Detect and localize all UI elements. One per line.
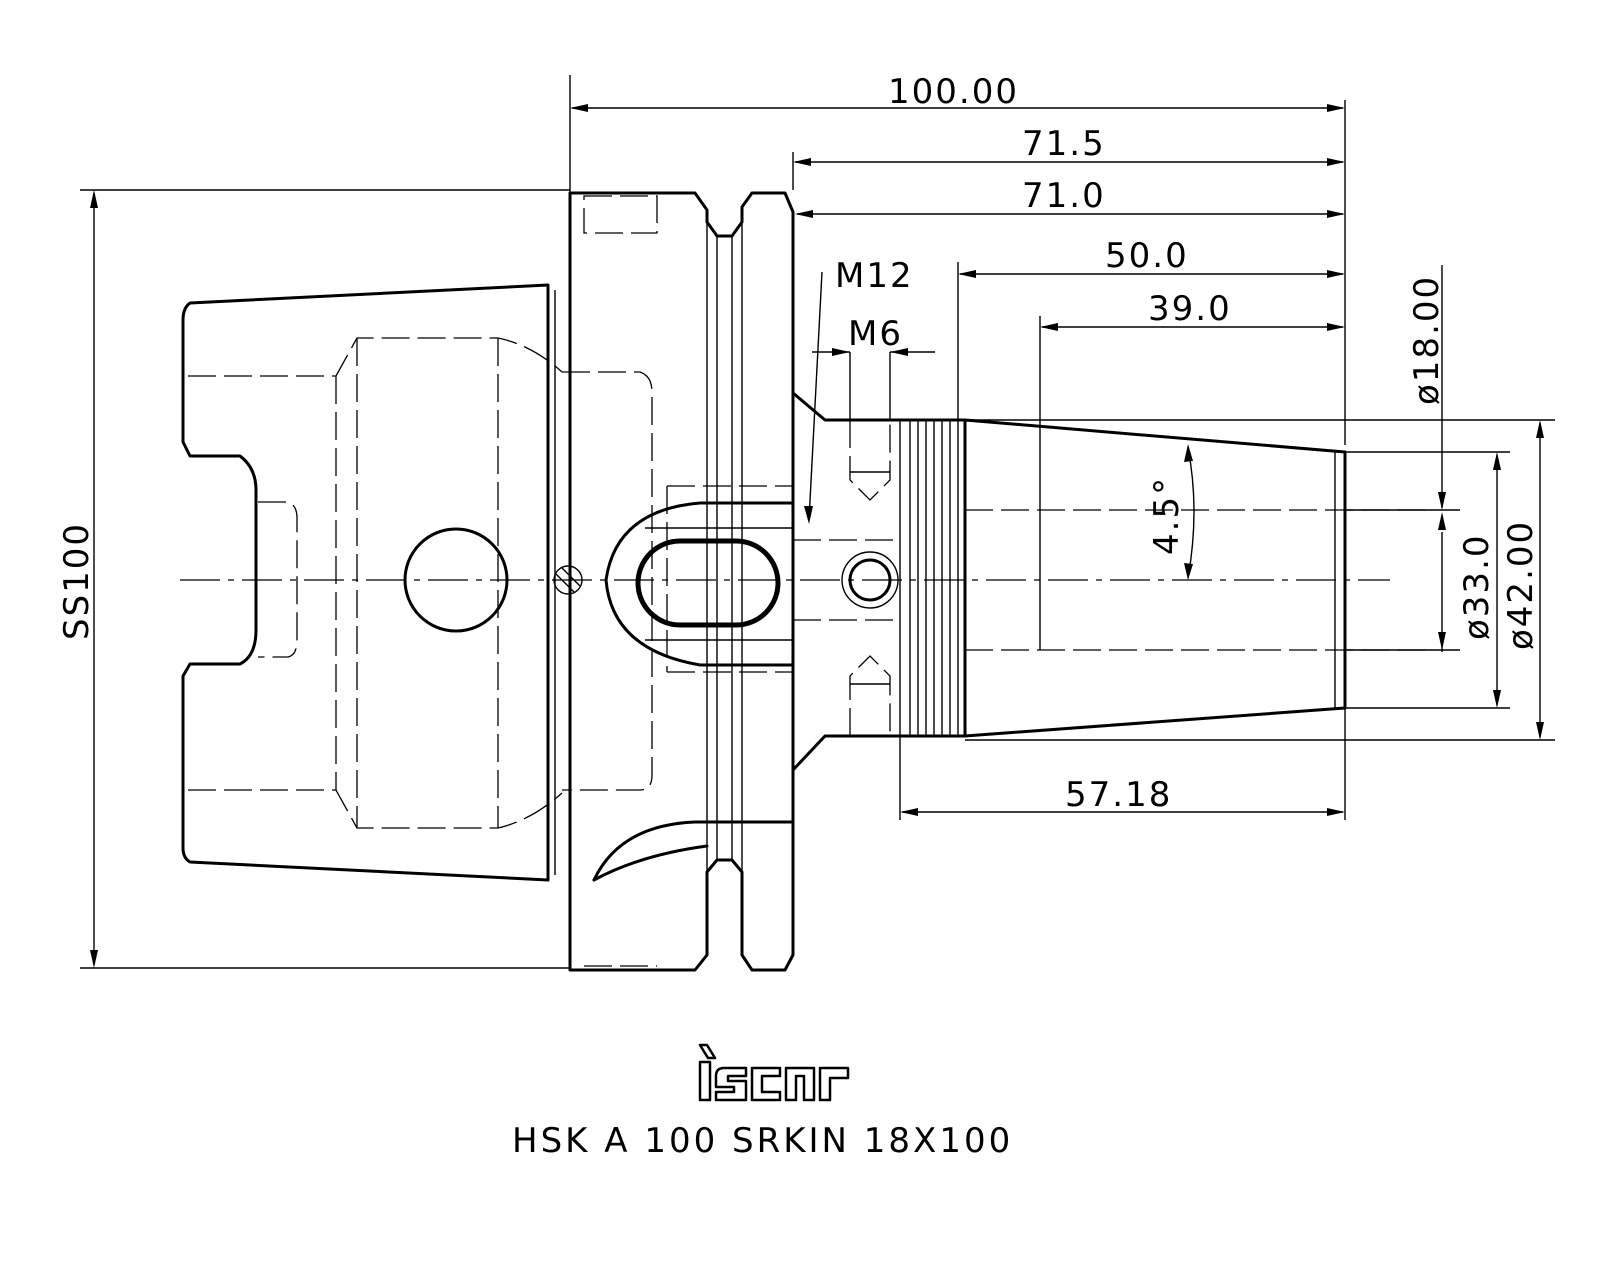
thread-lines — [909, 420, 959, 736]
dim-diameter-42: ø42.00 — [1501, 520, 1541, 650]
drive-slot — [604, 501, 795, 667]
flange — [568, 191, 795, 972]
collet-nose — [963, 418, 1430, 738]
dim-length-71-0: 71.0 — [1022, 176, 1106, 216]
dim-overall-length: 100.00 — [888, 72, 1019, 112]
dim-diameter-33: ø33.0 — [1457, 533, 1497, 640]
dim-diameter-18: ø18.00 — [1407, 275, 1447, 405]
dim-length-71-5: 71.5 — [1022, 124, 1106, 164]
dim-thread-m12: M12 — [835, 256, 914, 296]
dim-taper-angle: 4.5° — [1147, 476, 1187, 555]
dimensions: 100.00 71.5 71.0 50.0 39.0 M12 — [57, 72, 1555, 969]
dim-length-57-18: 57.18 — [1065, 775, 1172, 815]
part-title: HSK A 100 SRKIN 18X100 — [512, 1121, 1013, 1161]
dim-length-39-0: 39.0 — [1148, 289, 1232, 329]
hsk-shank — [181, 283, 653, 882]
dim-shank-size: SS100 — [57, 522, 97, 640]
dim-length-50-0: 50.0 — [1105, 236, 1189, 276]
nose — [791, 391, 967, 772]
iscar-logo — [698, 1043, 850, 1102]
dim-thread-m6: M6 — [848, 314, 903, 354]
